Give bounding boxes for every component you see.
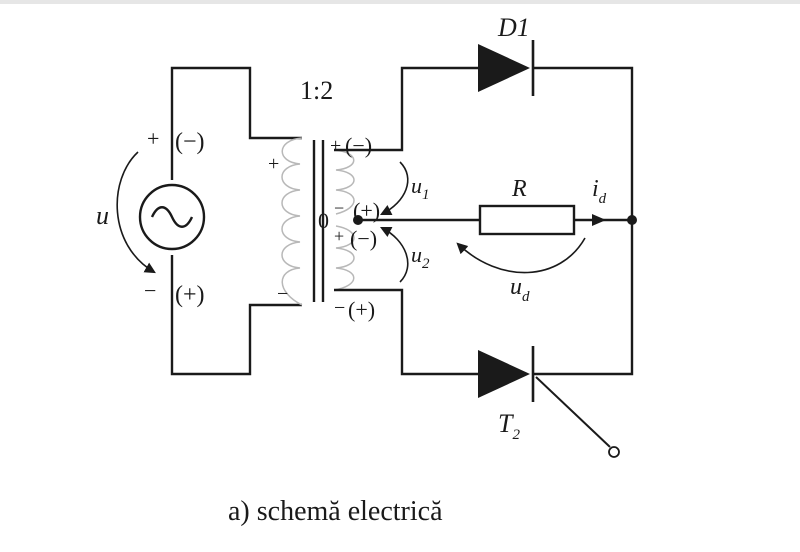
secondary-wire-top: [334, 66, 478, 152]
sec-bottom-paren-plus: (+): [348, 297, 375, 322]
center-upper-minus: −: [334, 198, 344, 218]
secondary-coil-upper: [333, 149, 355, 215]
center-paren-minus: (−): [350, 226, 377, 251]
source-voltage-label: u: [96, 201, 109, 230]
thyristor-t2: [478, 346, 620, 458]
ud-label: ud: [510, 274, 530, 305]
diode-d1: [478, 40, 535, 96]
transformer: [281, 137, 355, 306]
center-paren-plus: (+): [353, 198, 380, 223]
sec-bottom-minus: −: [334, 297, 345, 319]
diode-label: D1: [497, 13, 530, 42]
center-zero: 0: [318, 208, 329, 233]
resistor: [478, 204, 576, 236]
source-voltage-arrow: [116, 151, 156, 274]
primary-wire-bottom: [170, 255, 302, 376]
primary-coil: [281, 137, 303, 306]
resistor-label: R: [511, 176, 527, 202]
current-arrow-icon: [592, 214, 606, 226]
ratio-label: 1:2: [300, 76, 333, 105]
secondary-coil-lower: [333, 225, 355, 291]
u2-label: u2: [411, 242, 430, 272]
sec-top-paren-minus: (−): [345, 133, 372, 158]
diagram-caption: a) schemă electrică: [228, 496, 443, 527]
src-paren-plus: (+): [175, 282, 205, 308]
center-lower-plus: +: [334, 226, 344, 246]
u1-arrow: [379, 161, 409, 216]
ud-arrow: [456, 237, 586, 274]
trafo-pri-minus: −: [277, 283, 288, 305]
src-paren-minus: (−): [175, 129, 205, 155]
src-plus: +: [147, 126, 159, 151]
center-tap-node: [353, 215, 363, 225]
gate-lead: [535, 376, 611, 448]
secondary-wire-bottom: [334, 288, 478, 376]
sec-top-plus: +: [330, 135, 341, 157]
trafo-pri-plus: +: [268, 153, 279, 175]
gate-terminal: [608, 446, 620, 458]
src-minus: −: [144, 278, 156, 303]
primary-wire-top: [170, 66, 302, 180]
current-label: id: [592, 176, 607, 207]
u1-label: u1: [411, 173, 430, 203]
thyristor-label: T2: [498, 409, 520, 443]
sine-icon: [150, 206, 194, 228]
u2-arrow: [379, 226, 409, 283]
right-node: [627, 215, 637, 225]
top-strip: [0, 0, 800, 4]
